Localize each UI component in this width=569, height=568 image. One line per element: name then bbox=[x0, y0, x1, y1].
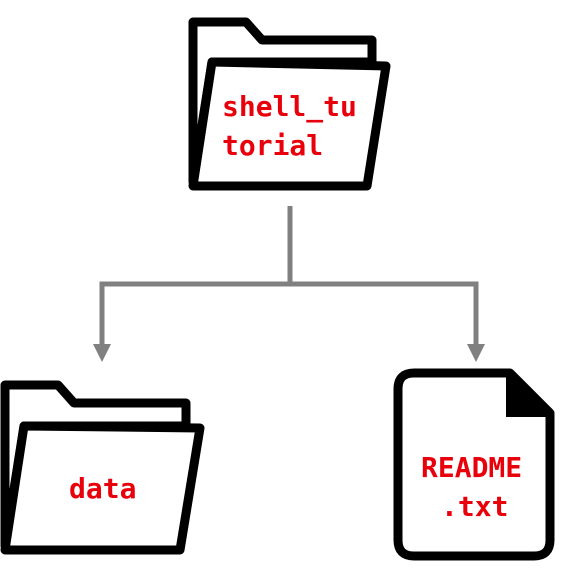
branch-bar-line bbox=[99, 281, 479, 346]
data-folder-label-line-1: data bbox=[69, 472, 136, 505]
readme-file-label: README .txt bbox=[421, 451, 539, 523]
readme-file-label-line-1: README bbox=[421, 451, 522, 484]
root-folder-label: shell_tu torial bbox=[222, 90, 374, 162]
file-corner-fold bbox=[506, 369, 554, 417]
root-folder-label-line-2: torial bbox=[222, 129, 323, 162]
data-folder-label: data bbox=[69, 472, 136, 505]
data-folder-node: data bbox=[0, 380, 205, 555]
folder-icon bbox=[0, 380, 205, 555]
root-folder-node: shell_tu torial bbox=[188, 17, 391, 191]
arrowhead-to-readme bbox=[467, 344, 485, 362]
arrowhead-to-data bbox=[93, 344, 111, 362]
folder-icon bbox=[188, 17, 391, 191]
file-icon bbox=[393, 368, 555, 561]
tree-connectors bbox=[99, 206, 479, 346]
root-folder-label-line-1: shell_tu bbox=[222, 90, 357, 123]
readme-file-label-line-2: .txt bbox=[441, 490, 508, 523]
readme-file-node: README .txt bbox=[393, 368, 555, 561]
